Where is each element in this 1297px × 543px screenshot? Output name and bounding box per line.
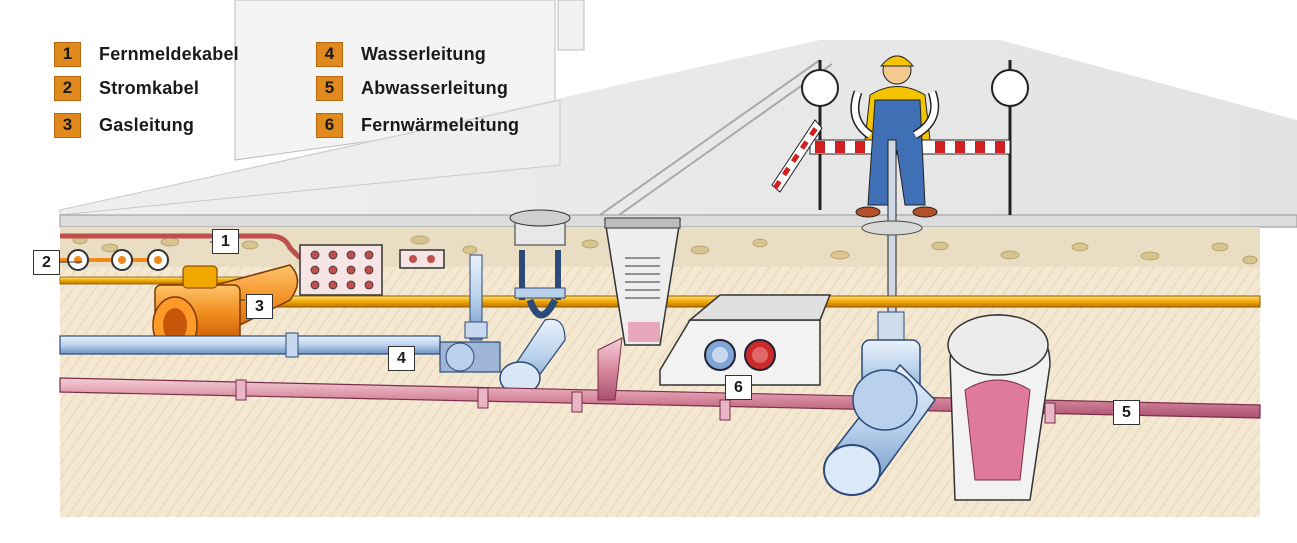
telecom-cable (60, 233, 445, 296)
legend-number: 2 (54, 75, 81, 101)
callout-5: 5 (1113, 400, 1140, 425)
power-cables (60, 249, 169, 271)
water-pipe (59, 209, 571, 396)
callout-4: 4 (388, 346, 415, 371)
legend-label: Abwasserleitung (361, 77, 509, 98)
legend-item-2: 2 Stromkabel (54, 75, 199, 101)
legend-number: 3 (54, 112, 81, 138)
construction-barrier (771, 60, 1029, 215)
water-main (823, 311, 936, 496)
legend-label: Fernwärmeleitung (361, 114, 520, 135)
callout-3: 3 (246, 294, 273, 319)
legend-label: Fernmeldekabel (99, 43, 239, 64)
legend-number: 5 (316, 75, 343, 101)
legend-item-3: 3 Gasleitung (54, 112, 194, 138)
legend-item-5: 5 Abwasserleitung (316, 75, 508, 101)
sewer-pipe (59, 314, 1261, 501)
worker (850, 55, 940, 218)
district-heating-duct (659, 294, 832, 386)
legend-number: 6 (316, 112, 343, 138)
legend-item-6: 6 Fernwärmeleitung (316, 112, 519, 138)
callout-1: 1 (212, 229, 239, 254)
callout-6: 6 (725, 375, 752, 400)
callout-2: 2 (33, 250, 60, 275)
legend-number: 1 (54, 41, 81, 67)
street-gully (604, 217, 681, 346)
legend-item-1: 1 Fernmeldekabel (54, 41, 239, 67)
street-background (59, 0, 1297, 228)
legend-label: Gasleitung (99, 114, 195, 135)
legend-label: Wasserleitung (361, 43, 486, 64)
legend-number: 4 (316, 41, 343, 67)
legend-label: Stromkabel (99, 77, 200, 98)
legend-item-4: 4 Wasserleitung (316, 41, 486, 67)
